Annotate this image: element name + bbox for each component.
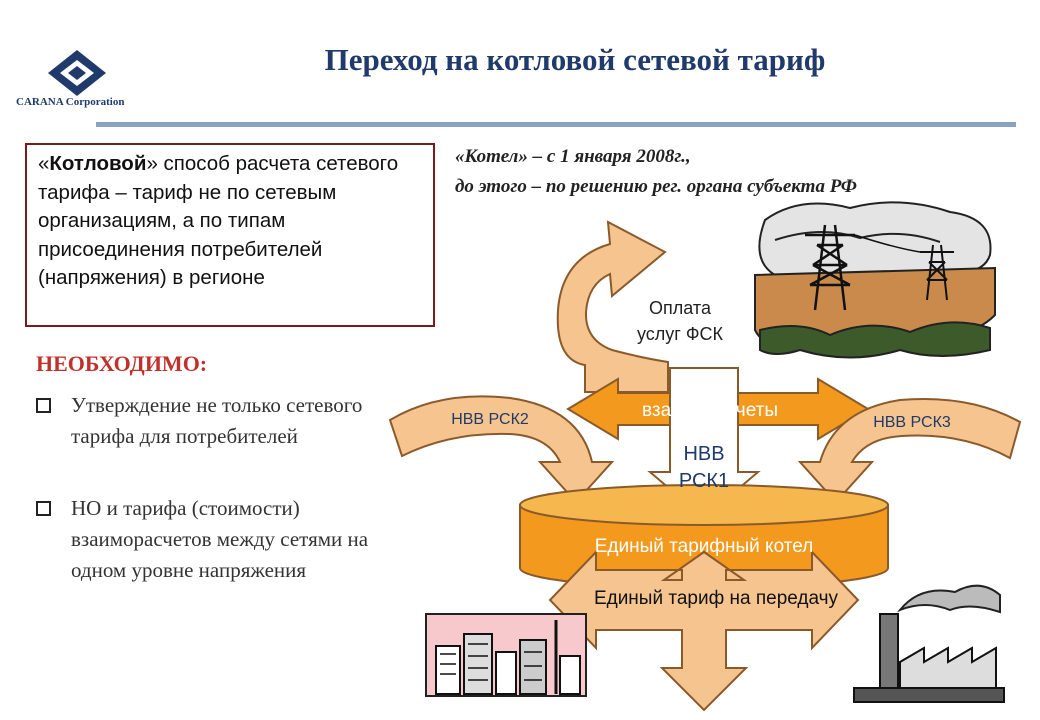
rsk2-label: НВВ РСК2 [451, 411, 529, 428]
boiler-note-line1: «Котел» – с 1 января 2008г., [455, 146, 691, 167]
definition-text: «Котловой» способ расчета сетевого тариф… [38, 150, 430, 293]
boiler-note-line2: до этого – по решению рег. органа субъек… [455, 176, 857, 197]
checkbox-bullet-icon [36, 398, 51, 413]
single-boiler-label: Единый тарифный котел [595, 536, 814, 557]
rsk1-label-1: НВВ [683, 443, 724, 465]
necessary-item: Утверждение не только сетевого тарифа дл… [36, 390, 376, 452]
boiler-note: «Котел» – с 1 января 2008г., до этого – … [455, 142, 1015, 202]
definition-highlight: Котловой [49, 152, 147, 175]
fsk-payment-arrow [556, 220, 669, 393]
necessary-heading: НЕОБХОДИМО: [36, 351, 208, 376]
city-illustration [425, 613, 587, 697]
single-tariff-transfer-arrow [548, 549, 860, 712]
settlements-label: взаиморасчеты [642, 400, 778, 421]
checkbox-bullet-icon [36, 501, 51, 516]
necessary-item-text: НО и тарифа (стоимости) взаиморасчетов м… [71, 496, 369, 582]
tariff-boiler-diagram: Оплата услуг ФСК взаиморасчеты НВВ РСК2 … [388, 201, 1022, 712]
definition-box [25, 143, 435, 327]
fsk-payment-label-1: Оплата [649, 298, 712, 318]
rsk1-label-2: РСК1 [679, 470, 729, 492]
page-title: Переход на котловой сетевой тариф [324, 42, 826, 77]
rsk3-arrow [797, 397, 1022, 504]
single-tariff-boiler [519, 484, 889, 589]
necessary-item-text: Утверждение не только сетевого тарифа дл… [71, 393, 363, 448]
factory-illustration [853, 584, 1005, 703]
quote-open: « [38, 152, 50, 175]
rsk2-arrow [388, 395, 615, 504]
rsk3-label: НВВ РСК3 [873, 414, 951, 431]
power-lines-illustration [754, 201, 996, 359]
carana-logo [48, 50, 106, 96]
title-divider [96, 122, 1016, 127]
definition-rest: » способ расчета сетевого тарифа – тариф… [38, 152, 399, 289]
company-name: CARANA Corporation [16, 96, 125, 108]
fsk-payment-label-2: услуг ФСК [637, 324, 724, 344]
necessary-item: НО и тарифа (стоимости) взаиморасчетов м… [36, 493, 376, 586]
single-tariff-label: Единый тариф на передачу [594, 588, 839, 609]
